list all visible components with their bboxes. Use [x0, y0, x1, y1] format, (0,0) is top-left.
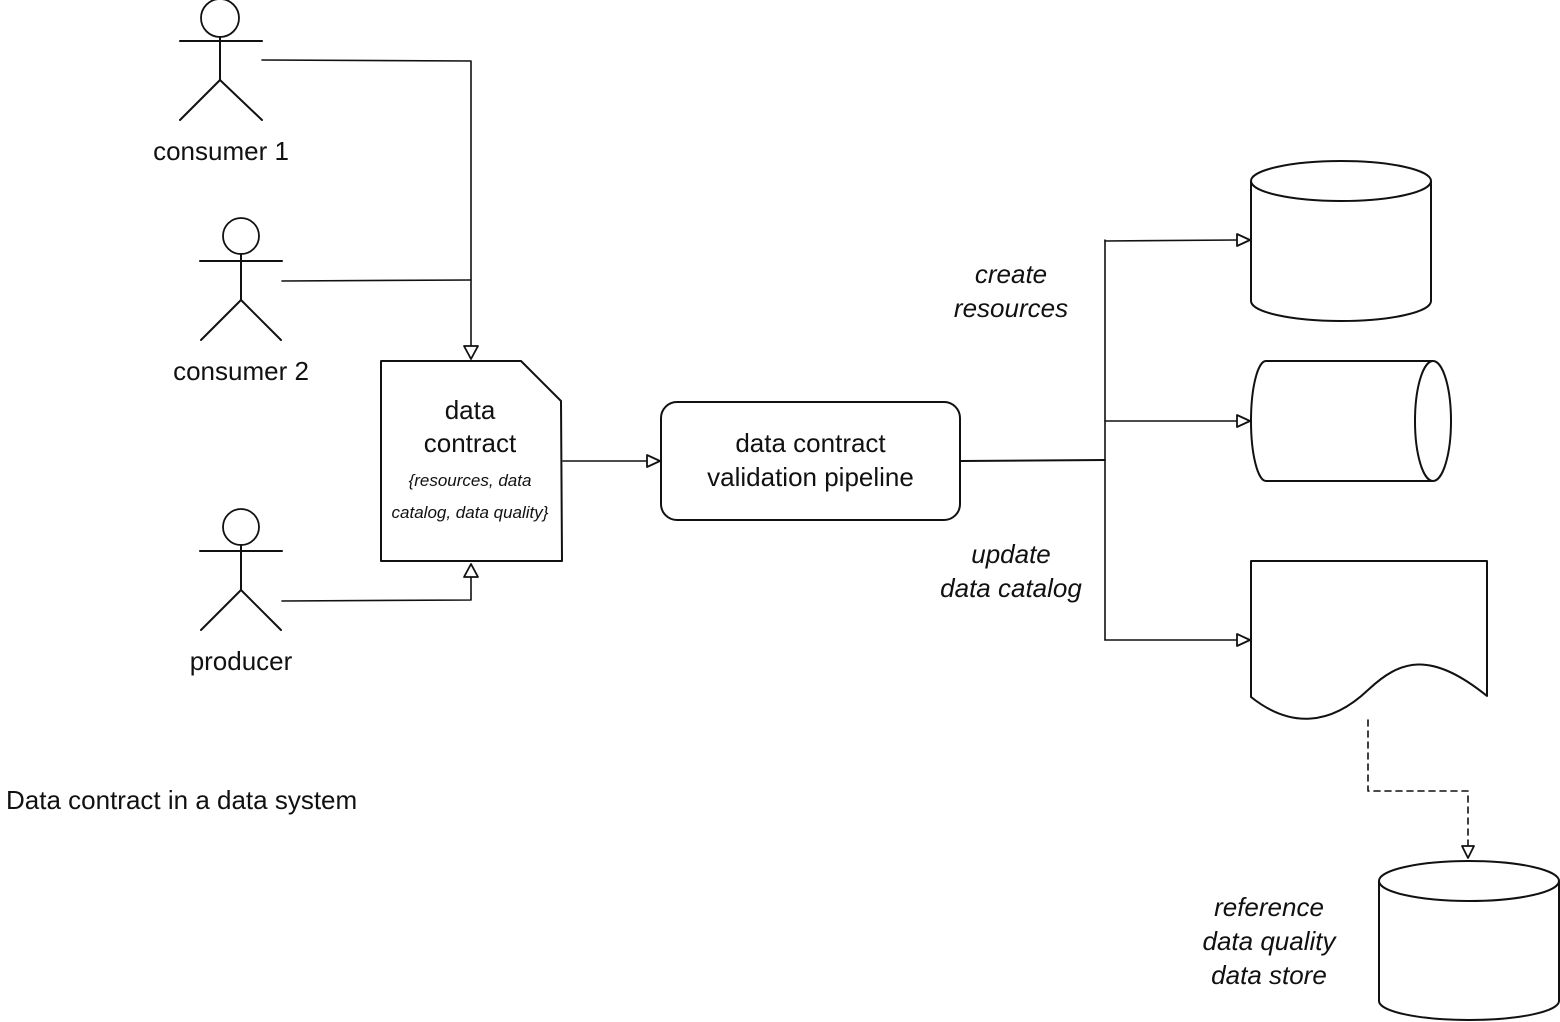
- consumer-2-actor: [199, 217, 283, 341]
- database-arrowhead: [1236, 233, 1251, 247]
- pipeline-label-line-1: data contract: [735, 428, 886, 458]
- producer-actor: [199, 508, 283, 631]
- producer-label: producer: [189, 646, 293, 676]
- reference-store-arrowhead: [1461, 845, 1475, 859]
- reference-store-cylinder: [1378, 860, 1560, 1021]
- reference-store-label-line-1: reference: [1214, 892, 1324, 922]
- create-resources-label-line-1: create: [974, 259, 1048, 289]
- create-resources-label-line-2: resources: [953, 293, 1069, 323]
- data-contract-detail-line-2: catalog, data quality}: [391, 503, 549, 522]
- consumer-1-actor: [179, 0, 263, 121]
- consumer-2-connector: [281, 279, 472, 282]
- update-catalog-label-line-1: update: [971, 539, 1051, 569]
- contract-top-arrowhead: [463, 345, 479, 360]
- pipeline-to-trunk-edge: [960, 459, 1106, 462]
- pipeline-label-line-2: validation pipeline: [707, 462, 914, 492]
- update-catalog-label-line-2: data catalog: [940, 573, 1082, 603]
- queue-cylinder: [1250, 360, 1452, 482]
- reference-store-label-line-3: data store: [1211, 960, 1327, 990]
- consumer-1-connector: [261, 59, 472, 347]
- database-cylinder: [1250, 160, 1432, 322]
- data-catalog-document: [1250, 560, 1488, 720]
- reference-store-label-line-2: data quality: [1202, 926, 1336, 956]
- catalog-arrowhead: [1236, 633, 1251, 647]
- pipeline-arrowhead: [646, 454, 661, 468]
- catalog-to-reference-store-edge: [1367, 719, 1469, 847]
- contract-bottom-arrowhead: [463, 563, 479, 578]
- data-contract-node: [380, 360, 563, 562]
- data-contract-title-line-1: data: [444, 395, 496, 425]
- data-contract-title-line-2: contract: [423, 428, 517, 458]
- producer-connector: [281, 576, 472, 602]
- diagram-caption: Data contract in a data system: [6, 785, 358, 815]
- branch-to-database: [1104, 239, 1238, 242]
- queue-arrowhead: [1236, 414, 1251, 428]
- consumer-2-label: consumer 2: [173, 356, 309, 386]
- consumer-1-label: consumer 1: [153, 136, 289, 166]
- data-contract-detail-line-1: {resources, data: [408, 471, 532, 490]
